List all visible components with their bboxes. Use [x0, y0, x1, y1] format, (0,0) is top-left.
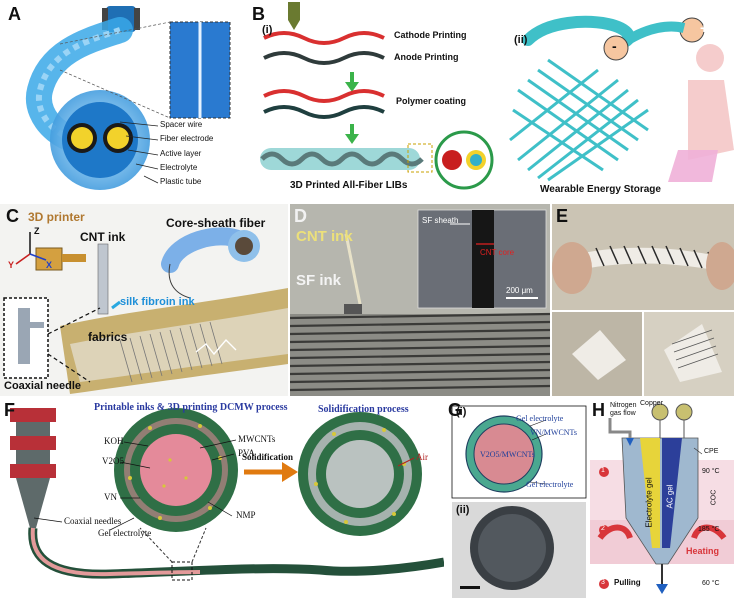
panel-f-label: F — [4, 400, 15, 420]
label-electrolyte-gel: Electrolyte gel — [644, 477, 654, 528]
label-sf-sheath: SF sheath — [422, 216, 459, 225]
axis-z: Z — [34, 226, 40, 236]
minus-terminal: - — [612, 38, 617, 54]
label-koh: KOH — [104, 436, 124, 446]
title-solidification: Solidification process — [318, 404, 409, 415]
label-heating: Heating — [686, 546, 720, 556]
label-temp-90: 90 °C — [702, 468, 720, 475]
panel-g-sub-i: (i) — [456, 406, 467, 418]
panel-b-sub-ii: (ii) — [514, 34, 528, 46]
plus-terminal: + — [700, 20, 709, 36]
label-polymer-coating: Polymer coating — [396, 96, 467, 106]
label-pulling: Pulling — [614, 578, 641, 587]
label-copper: Copper — [640, 400, 663, 407]
printed-lines — [119, 321, 223, 383]
caption-printed-libs: 3D Printed All-Fiber LIBs — [290, 180, 408, 191]
panel-d: D CNT ink SF ink SF sheath CNT core 200 … — [290, 204, 550, 396]
label-fabrics: fabrics — [88, 330, 128, 344]
label-gel-electrolyte-top: Gel electrolyte — [516, 414, 564, 423]
title-printable-inks: Printable inks & 3D printing DCMW proces… — [94, 402, 288, 413]
step-3-marker: 3 — [601, 579, 605, 586]
step-2-marker: 2 — [601, 525, 605, 532]
label-pva: PVA — [238, 448, 255, 458]
label-3d-printer: 3D printer — [28, 210, 85, 224]
axis-x: X — [46, 260, 53, 270]
label-cnt-core: CNT core — [480, 248, 515, 257]
callout-spacer-wire: Spacer wire — [160, 120, 203, 129]
panel-c: C 3D printer Z Y X CNT ink Core-sheath f… — [0, 204, 288, 396]
axis-y: Y — [8, 260, 15, 270]
particles-left — [128, 424, 222, 520]
panel-g-sub-ii: (ii) — [456, 504, 470, 516]
panel-g-label: G — [448, 400, 463, 420]
label-temp-60: 60 °C — [702, 580, 720, 587]
fiber-battery-illustration — [26, 6, 231, 190]
fiber-lib-process-illustration — [260, 2, 734, 190]
callout-electrolyte: Electrolyte — [160, 163, 198, 172]
label-coaxial-needle: Coaxial needle — [4, 380, 82, 392]
panel-c-label: C — [6, 206, 19, 226]
label-cathode-printing: Cathode Printing — [394, 30, 467, 40]
fiber-cross-section — [451, 405, 587, 598]
callout-active-layer: Active layer — [160, 149, 202, 158]
label-solidification-arrow: Solidification — [242, 452, 294, 462]
label-anode-printing: Anode Printing — [394, 52, 459, 62]
label-d-cnt-ink: CNT ink — [296, 228, 353, 245]
label-vn: VN — [104, 492, 117, 502]
panel-g: G (i) (ii) Gel electrolyte VN/MWCNTs V2O… — [446, 398, 588, 599]
particles-right — [314, 428, 406, 524]
printing-photo — [290, 204, 550, 392]
callout-fiber-electrode: Fiber electrode — [160, 134, 214, 143]
fiber-mesh — [509, 58, 649, 182]
label-nitrogen-flow: Nitrogen gas flow — [610, 402, 637, 417]
thermal-drawing-illustration — [590, 403, 734, 594]
label-d-sf-ink: SF ink — [296, 272, 342, 289]
panel-e-label: E — [556, 206, 569, 226]
label-nmp: NMP — [236, 510, 256, 520]
panel-a-label: A — [8, 4, 21, 24]
label-mwcnts: MWCNTs — [238, 434, 276, 444]
callout-plastic-tube: Plastic tube — [160, 177, 202, 186]
textile-photos — [552, 204, 734, 396]
printed-fiber-rows — [290, 312, 550, 392]
panel-h: H Nitrogen gas flow Copper CPE COC Elect… — [590, 398, 734, 599]
coaxial-needle-stack — [10, 408, 56, 528]
panel-d-label: D — [294, 206, 307, 226]
panel-b: B (i) (ii) Cathode Printing Anode Printi… — [248, 0, 734, 200]
panel-b-sub-i: (i) — [262, 24, 273, 36]
label-gel-electrolyte-bottom: Gel electrolyte — [526, 480, 574, 489]
label-v2o5: V2O5 — [102, 456, 124, 466]
panel-f: F Printable inks & 3D printing DCMW proc… — [0, 398, 444, 599]
label-core-v2o5: V2O5/MWCNTs — [480, 450, 535, 459]
label-ac-gel: AC gel — [665, 484, 675, 509]
panel-a: A Spacer wire Fiber electrode Active lay… — [0, 0, 246, 200]
panel-e: E — [552, 204, 734, 396]
step-1-marker: 1 — [601, 467, 605, 474]
coaxial-printing-illustration — [3, 227, 288, 394]
label-cnt-ink: CNT ink — [80, 230, 126, 244]
caption-wearable-storage: Wearable Energy Storage — [540, 184, 661, 195]
label-temp-185: 185 °C — [698, 526, 720, 533]
label-silk-fibroin-ink: silk fibroin ink — [120, 296, 195, 308]
label-gel-electrolyte: Gel electrolyte — [98, 528, 152, 538]
panel-h-label: H — [592, 400, 605, 420]
scale-bar-label: 200 μm — [506, 286, 533, 295]
label-coaxial-needles: Coaxial needles — [64, 516, 122, 526]
label-coc: COC — [710, 489, 718, 506]
dcmw-process-illustration — [10, 408, 444, 581]
label-core-sheath-fiber: Core-sheath fiber — [166, 216, 266, 230]
panel-b-label: B — [252, 4, 265, 24]
label-air: Air — [416, 452, 428, 462]
label-vn-mwcnts: VN/MWCNTs — [530, 428, 577, 437]
label-cpe: CPE — [704, 448, 719, 455]
